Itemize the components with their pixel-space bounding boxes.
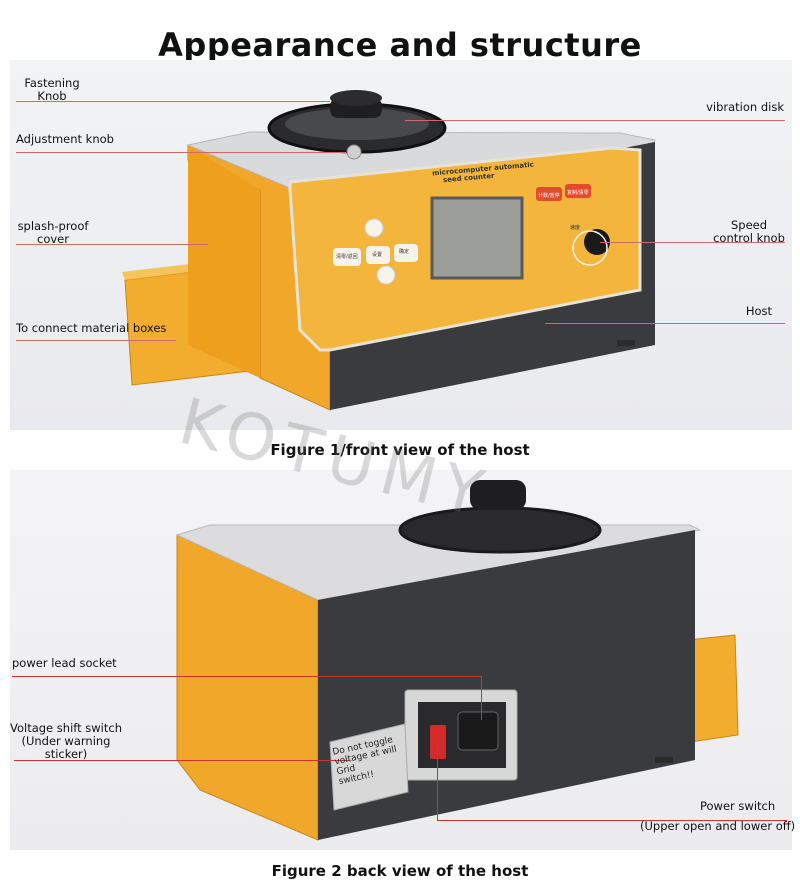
power-socket [457, 711, 499, 751]
label-vibration-disk: vibration disk [706, 100, 784, 114]
label-power-lead-socket: power lead socket [12, 656, 117, 670]
leader-adjustment-knob [16, 152, 346, 153]
leader-power-lead-socket [12, 676, 482, 677]
count-pause-key [536, 187, 562, 201]
leader-power-lead-socket-down [481, 676, 482, 720]
figure1-caption: Figure 1/front view of the host [270, 441, 530, 459]
label-voltage-shift-switch: Voltage shift switch (Under warning stic… [10, 721, 122, 761]
label-power-switch-note: (Upper open and lower off) [640, 819, 796, 833]
panel-top-red-2[interactable]: 复制/清零 [567, 190, 589, 196]
leader-material-boxes [16, 340, 176, 341]
panel-top-red-1[interactable]: 计数/暂停 [538, 193, 560, 199]
ok-key [394, 244, 418, 262]
warning-sticker [329, 723, 409, 811]
panel-btn-ok[interactable]: 确定 [399, 249, 410, 255]
leader-power-switch [437, 820, 787, 821]
label-host: Host [745, 304, 772, 318]
lcd-screen [430, 196, 524, 280]
label-splash-proof-cover: splash-proof cover [17, 219, 89, 246]
reset-clear-key [565, 184, 591, 198]
leader-fastening-knob [16, 101, 330, 102]
panel-btn-set[interactable]: 设置 [372, 252, 383, 258]
leader-voltage-shift-switch [14, 760, 349, 761]
speed-knob [584, 229, 610, 255]
rear-material-box [687, 634, 739, 743]
label-material-boxes: To connect material boxes [16, 321, 167, 335]
panel-speed-label: 速度 [570, 225, 581, 231]
back-device [175, 340, 739, 841]
label-adjustment-knob: Adjustment knob [16, 132, 114, 146]
leader-speed-control-knob [600, 242, 785, 243]
mode-back-key [333, 248, 361, 266]
label-fastening-knob: Fastening Knob [24, 76, 80, 103]
set-key [366, 246, 390, 264]
up-arrow-key [364, 218, 384, 238]
label-speed-control-knob: Speed control knob [713, 218, 785, 245]
leader-splash-proof-cover [16, 244, 208, 245]
label-power-switch: Power switch [700, 799, 776, 813]
power-switch [430, 725, 446, 759]
page-title: Appearance and structure [158, 26, 642, 64]
adjustment-knob [346, 144, 362, 160]
leader-vibration-disk [405, 120, 785, 121]
front-device [122, 90, 656, 411]
figure2-caption: Figure 2 back view of the host [271, 862, 529, 880]
leader-power-switch-down [437, 740, 438, 820]
leader-host [545, 323, 785, 324]
down-arrow-key [376, 265, 396, 285]
panel-btn-left[interactable]: 清零/返回 [336, 254, 358, 260]
